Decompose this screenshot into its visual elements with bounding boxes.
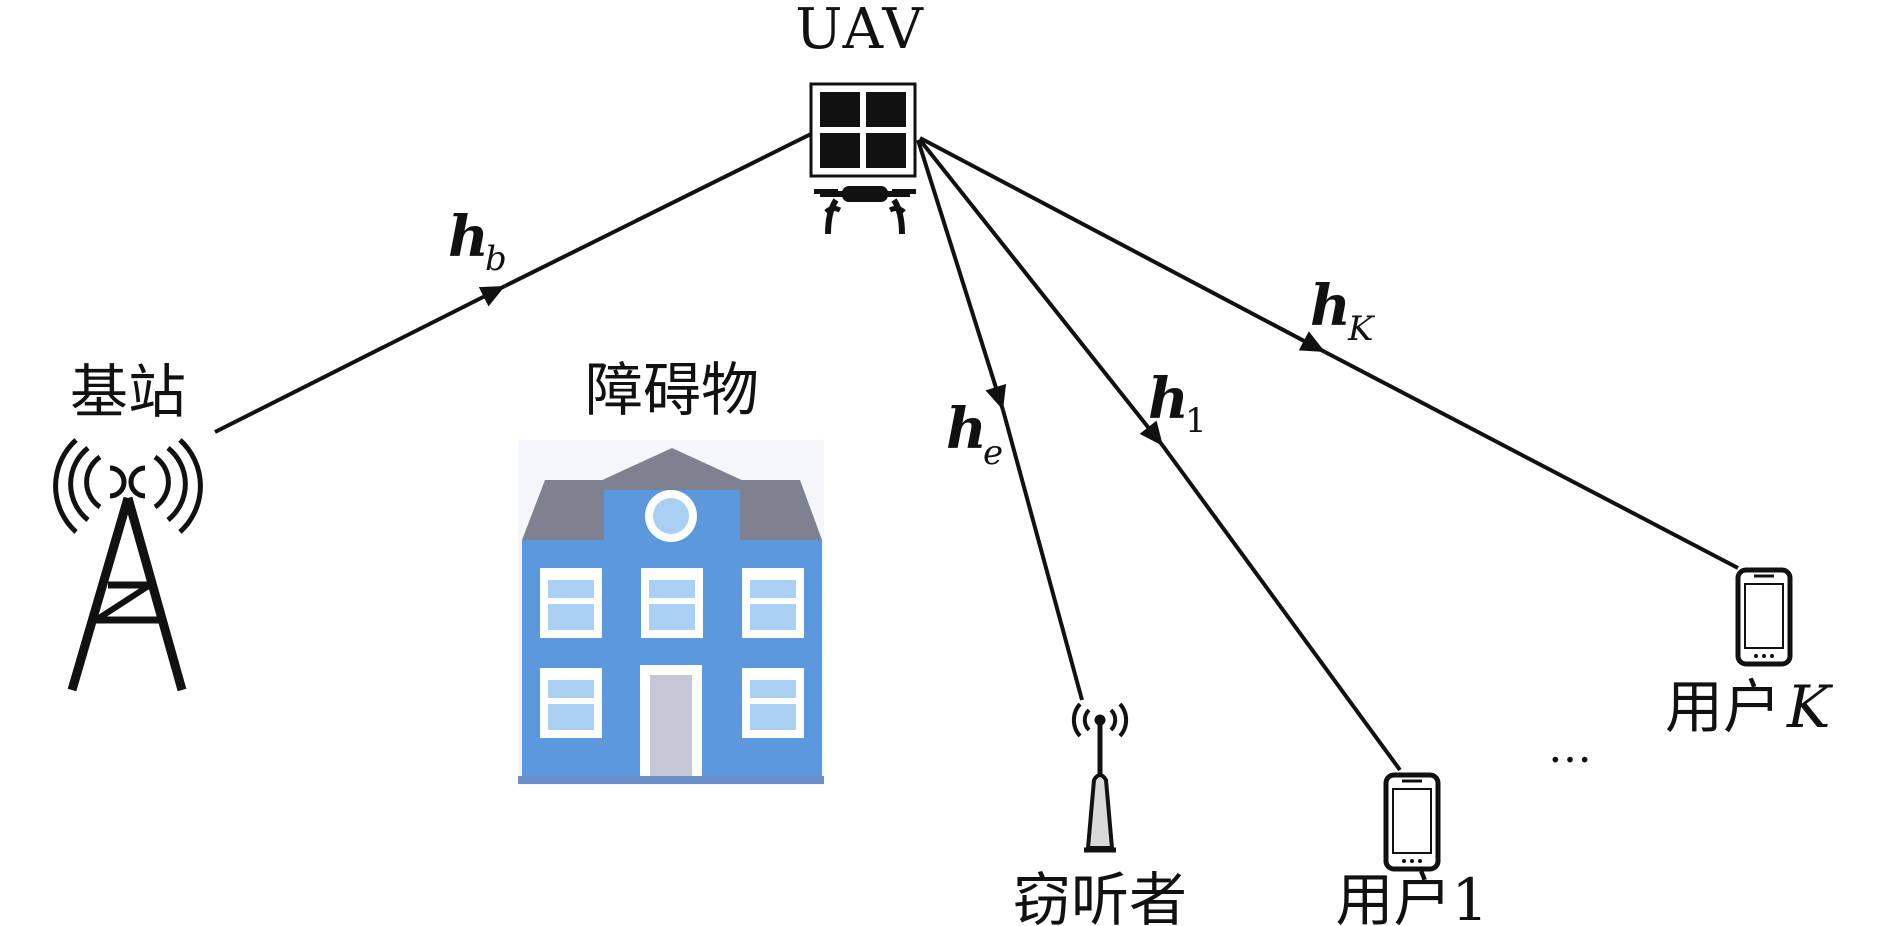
uav-label: UAV bbox=[795, 0, 925, 62]
users-ellipsis: … bbox=[1548, 722, 1592, 773]
obstacle-label: 障碍物 bbox=[585, 356, 759, 424]
uav-icon bbox=[809, 82, 917, 235]
user-1-node: 用户1 bbox=[1336, 772, 1489, 926]
obstacle-node: 障碍物 bbox=[518, 356, 824, 785]
link-hk bbox=[919, 136, 1739, 570]
channel-label-hb: h b bbox=[448, 204, 507, 279]
channel-label-h1: h 1 bbox=[1148, 366, 1207, 441]
base-station-node: 基站 bbox=[53, 358, 203, 692]
antenna-icon bbox=[1071, 702, 1129, 853]
eavesdropper-node: 窃听者 bbox=[1013, 702, 1187, 926]
link-hb bbox=[214, 130, 816, 434]
svg-text:h: h bbox=[946, 396, 987, 462]
svg-text:h: h bbox=[1148, 366, 1189, 432]
eavesdropper-label: 窃听者 bbox=[1013, 866, 1187, 926]
svg-text:h: h bbox=[1310, 273, 1351, 339]
building-icon bbox=[518, 440, 824, 785]
channel-label-hk: h K bbox=[1310, 273, 1376, 349]
tower-icon bbox=[53, 438, 203, 692]
user-k-label-var: K bbox=[1786, 673, 1834, 741]
svg-text:K: K bbox=[1347, 309, 1376, 349]
link-h1 bbox=[918, 138, 1402, 772]
svg-text:e: e bbox=[983, 433, 1003, 473]
svg-text:1: 1 bbox=[1185, 401, 1207, 441]
phone-icon bbox=[1735, 567, 1793, 667]
phone-icon bbox=[1383, 772, 1441, 872]
user-k-label-prefix: 用户 bbox=[1665, 673, 1781, 741]
uav-node: UAV bbox=[795, 0, 925, 235]
channel-label-he: h e bbox=[946, 396, 1003, 473]
user-1-label: 用户1 bbox=[1336, 866, 1489, 926]
svg-text:h: h bbox=[448, 204, 489, 270]
base-station-label: 基站 bbox=[70, 358, 186, 426]
link-he bbox=[916, 139, 1084, 701]
svg-text:b: b bbox=[485, 239, 507, 279]
